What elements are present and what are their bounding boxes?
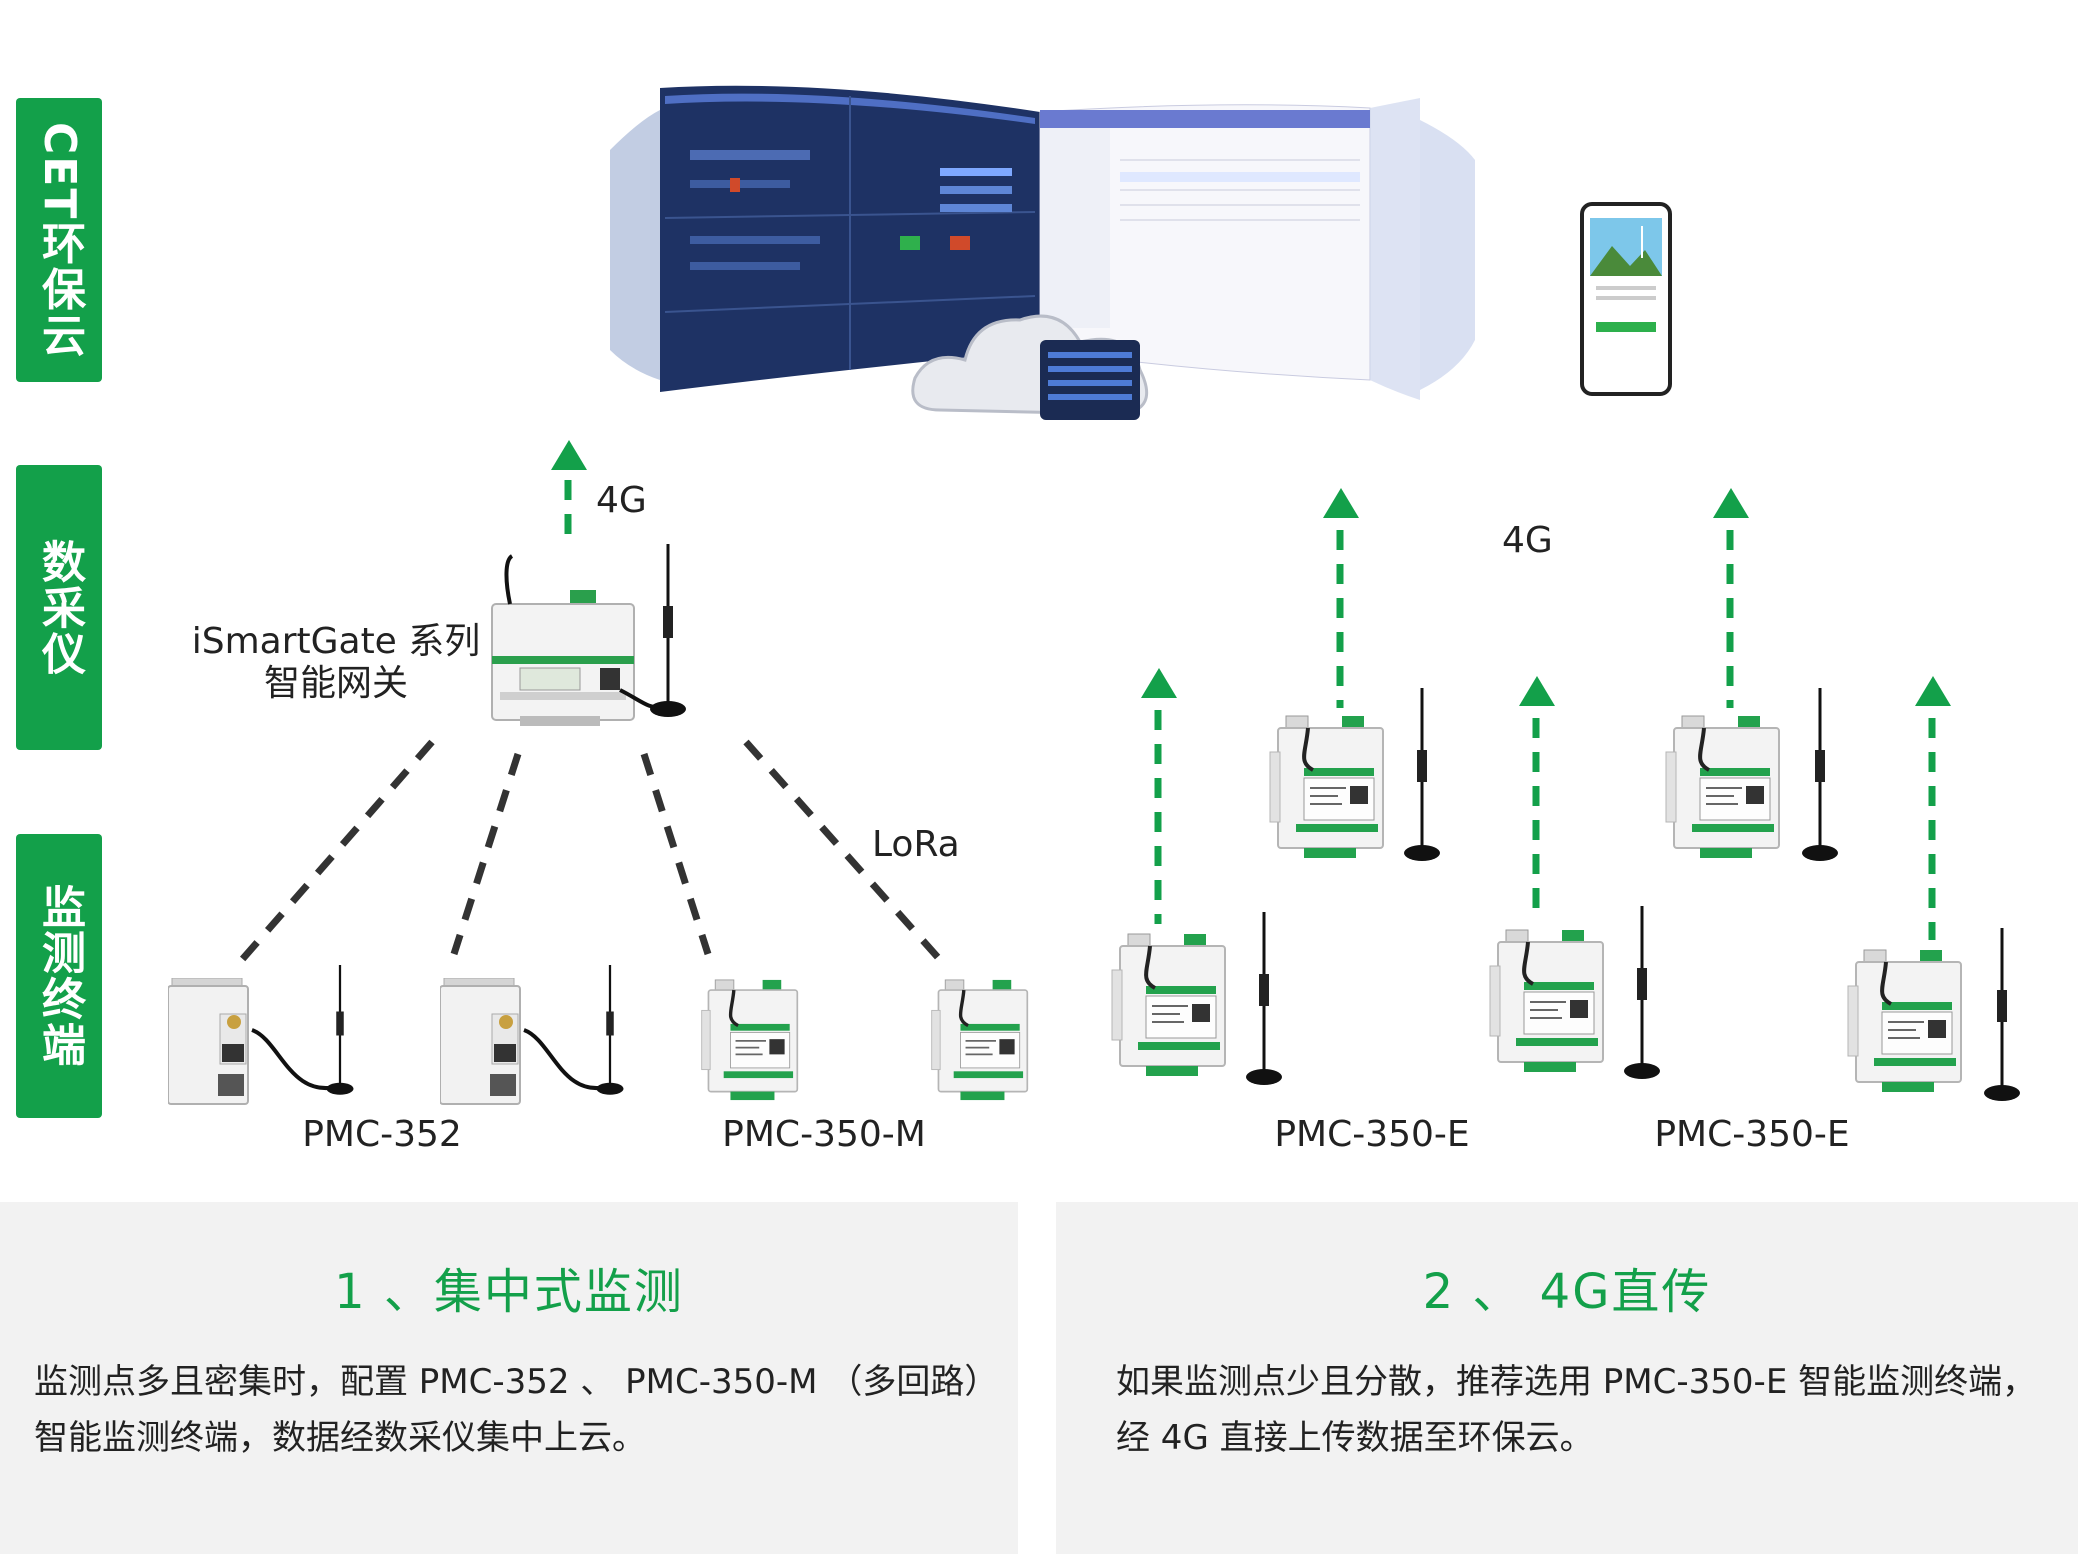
upload-arrow-icon (1519, 676, 1555, 706)
architecture-diagram (168, 85, 2022, 1105)
antenna-icon (325, 965, 355, 1097)
din-rail-meter-icon (1846, 948, 1963, 1094)
gateway-name-line1: iSmartGate 系列 (191, 621, 481, 662)
upload-arrow-icon (1915, 676, 1951, 706)
upload-arrow-icon (1713, 488, 1749, 518)
antenna-icon (1982, 928, 2022, 1103)
din-rail-meter-icon (1664, 714, 1781, 860)
upload-arrow-icon (551, 440, 587, 470)
cloud-server-icon (911, 314, 1149, 420)
pmc350e-label-a: PMC-350-E (1274, 1114, 1470, 1155)
link-4g-direct-label: 4G (1502, 520, 1553, 561)
centralized-monitoring-panel: 1 、集中式监测 监测点多且密集时，配置 PMC-352 、 PMC-350-M… (0, 1202, 1018, 1554)
direct-4g-title: 2 、 4G直传 (1422, 1264, 1712, 1320)
gateway-name-line2: 智能网关 (263, 663, 409, 704)
side-tab-terminal-label: 监测终端 (34, 884, 85, 1068)
antenna-icon (595, 965, 625, 1097)
antenna-icon (1622, 906, 1662, 1081)
side-tab-terminal: 监测终端 (16, 834, 102, 1118)
upload-arrow-icon (1141, 668, 1177, 698)
din-rail-meter-icon (1110, 932, 1227, 1078)
antenna-icon (1244, 912, 1284, 1087)
side-tab-collector: 数采仪 (16, 465, 102, 750)
din-rail-meter-icon (700, 978, 800, 1102)
side-tab-cloud-label: CET环保云 (34, 121, 85, 359)
monitoring-dashboard-icon (610, 85, 1475, 400)
side-tab-cloud: CET环保云 (16, 98, 102, 382)
din-rail-meter-icon (930, 978, 1030, 1102)
antenna-icon (1800, 688, 1840, 863)
din-rail-meter-icon (1268, 714, 1385, 860)
smartphone-icon (1580, 202, 1672, 396)
gateway-device-icon (491, 554, 661, 726)
din-rail-meter-icon (440, 978, 521, 1105)
link-4g-gateway-label: 4G (596, 480, 647, 521)
lora-label: LoRa (872, 824, 960, 865)
antenna-icon (1402, 688, 1442, 863)
pmc352-label: PMC-352 (302, 1114, 462, 1155)
pmc350e-group (1110, 488, 2022, 1103)
side-tab-collector-label: 数采仪 (34, 538, 85, 677)
din-rail-meter-icon (1488, 928, 1605, 1074)
centralized-monitoring-text: 监测点多且密集时，配置 PMC-352 、 PMC-350-M （多回路）智能监… (34, 1362, 982, 1458)
upload-arrow-icon (1323, 488, 1359, 518)
pmc350m-label: PMC-350-M (722, 1114, 926, 1155)
din-rail-meter-icon (168, 978, 249, 1105)
pmc350e-label-b: PMC-350-E (1654, 1114, 1850, 1155)
centralized-monitoring-title: 1 、集中式监测 (334, 1264, 684, 1320)
antenna-icon (648, 544, 688, 719)
direct-4g-panel: 2 、 4G直传 如果监测点少且分散，推荐选用 PMC-350-E 智能监测终端… (1056, 1202, 2078, 1554)
direct-4g-text: 如果监测点少且分散，推荐选用 PMC-350-E 智能监测终端，经 4G 直接上… (1116, 1362, 2037, 1458)
